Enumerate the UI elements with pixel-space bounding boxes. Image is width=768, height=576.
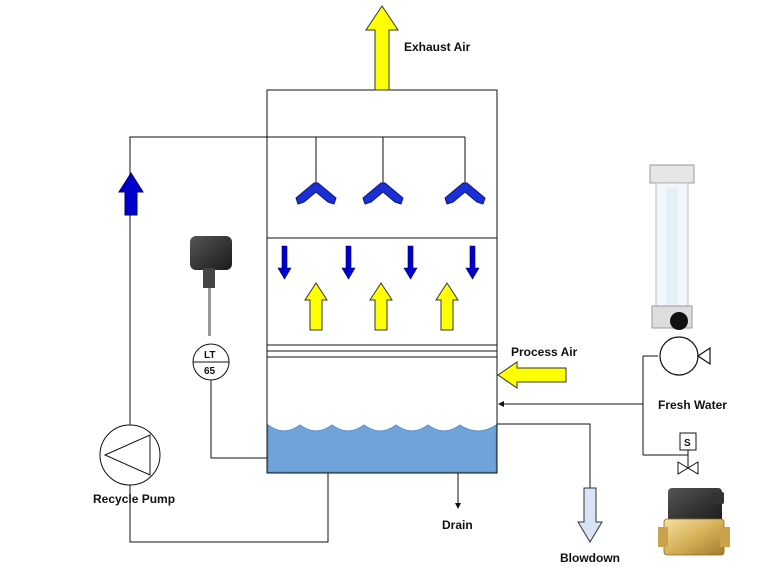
process-air-arrow: [497, 361, 567, 389]
exhaust-air-arrow: [365, 5, 399, 91]
drain-label: Drain: [442, 518, 473, 532]
solenoid-valve-photo: [658, 488, 730, 556]
sump-water: [267, 424, 497, 473]
water-down-arrows: [277, 245, 480, 280]
air-up-arrows: [304, 282, 459, 331]
air-up-arrow: [369, 282, 393, 331]
water-down-arrow: [341, 245, 356, 280]
spray-nozzle-icon: [444, 182, 486, 205]
blowdown-pipe: [497, 423, 591, 488]
water-down-arrow: [403, 245, 418, 280]
recycle-header-pipe: [129, 136, 465, 432]
air-up-arrow: [435, 282, 459, 331]
lt-tag-top: LT: [204, 350, 215, 361]
scrubber-tower: [266, 89, 498, 474]
process-air-label: Process Air: [511, 345, 578, 359]
exhaust-air-label: Exhaust Air: [404, 40, 471, 54]
fresh-water-label: Fresh Water: [658, 398, 727, 412]
drain-arrowhead: [455, 503, 461, 509]
solenoid-tag: S: [684, 438, 691, 449]
pump-suction-pipe: [129, 473, 329, 543]
air-up-arrow: [304, 282, 328, 331]
water-down-arrow: [465, 245, 480, 280]
level-transmitter-icon: LT 65: [190, 236, 232, 381]
rotameter-icon: [649, 164, 695, 330]
pump-icon: [99, 424, 161, 486]
spray-nozzle-icon: [362, 182, 404, 205]
lt-signal-line: [210, 380, 267, 459]
recycle-pump-label: Recycle Pump: [93, 492, 175, 506]
check-valve-icon: [659, 336, 711, 376]
spray-nozzle-icon: [295, 182, 337, 205]
blowdown-label: Blowdown: [560, 551, 620, 565]
recycle-flow-arrow: [118, 172, 144, 216]
blowdown-arrow: [577, 487, 603, 543]
fresh-water-inlet-arrowhead: [498, 401, 504, 407]
solenoid-valve-icon: S: [677, 432, 699, 475]
lt-tag-bottom: 65: [204, 366, 216, 377]
water-down-arrow: [277, 245, 292, 280]
